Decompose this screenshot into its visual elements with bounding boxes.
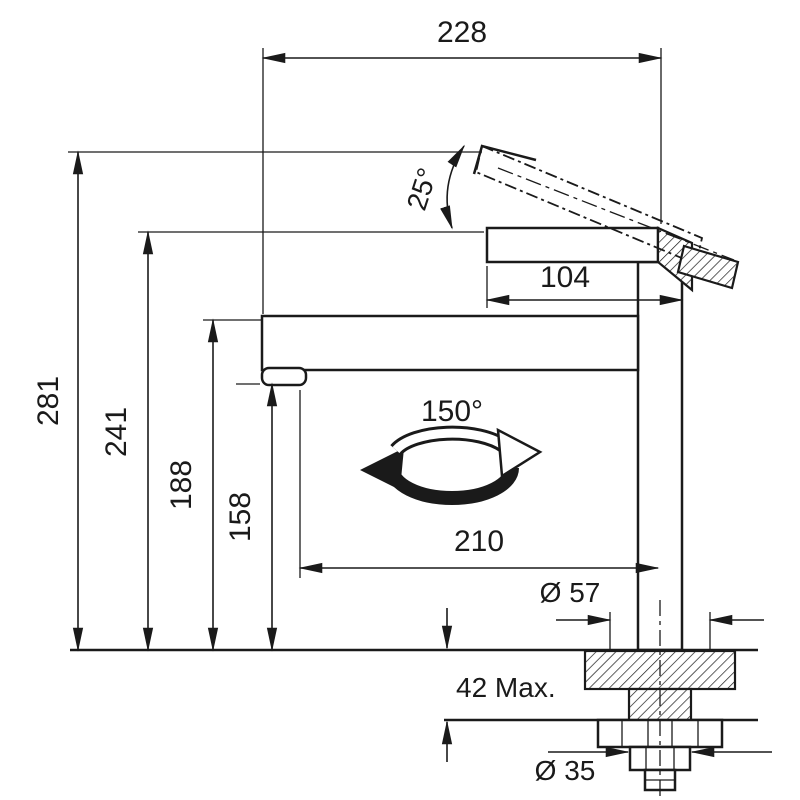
dimension-handle-length: 104 (485, 261, 684, 308)
faucet-aerator (260, 366, 308, 387)
faucet-spout (260, 314, 640, 372)
label-hole-diameter: Ø 35 (535, 755, 596, 786)
dimension-hole-diameter: Ø 35 (535, 746, 772, 786)
dimension-overall-height: 281 (32, 150, 482, 652)
handle-raised-tip (472, 144, 537, 175)
label-handle-tilt-angle: 25° (401, 164, 444, 214)
handle-raised-back-section (676, 244, 740, 290)
label-swivel-range: 150° (421, 395, 483, 428)
faucet-drawing (260, 144, 740, 652)
label-spout-outlet-height: 158 (224, 492, 257, 542)
dimension-deck-thickness: 42 Max. (441, 608, 556, 762)
faucet-handle (485, 226, 660, 264)
dimension-spout-reach: 210 (298, 390, 660, 578)
label-overall-height: 281 (32, 376, 65, 426)
dimension-spout-outlet-height: 158 (224, 382, 278, 652)
label-flange-diameter: Ø 57 (540, 577, 601, 608)
label-handle-length: 104 (540, 261, 590, 294)
mounting-hardware (583, 600, 737, 796)
label-spout-reach: 210 (454, 525, 504, 558)
dimension-overall-width: 228 (261, 16, 663, 314)
swivel-arrowhead-right (496, 427, 543, 479)
dimension-swivel-range: 150° (360, 395, 543, 505)
label-overall-width: 228 (437, 16, 487, 49)
label-handle-height: 241 (100, 407, 133, 457)
swivel-arrow-upper (392, 428, 507, 454)
label-deck-thickness: 42 Max. (456, 672, 556, 703)
dimension-handle-tilt: 25° (401, 144, 465, 230)
dimension-handle-height: 241 (100, 230, 484, 652)
label-spout-top-height: 188 (165, 460, 198, 510)
handle-axis-centerline (497, 167, 735, 261)
swivel-arrow-lower (385, 467, 519, 505)
dimension-flange-diameter: Ø 57 (540, 577, 764, 650)
faucet-body (636, 260, 684, 652)
dimension-spout-top-height: 188 (165, 318, 262, 652)
swivel-arrowhead-left (360, 448, 404, 490)
